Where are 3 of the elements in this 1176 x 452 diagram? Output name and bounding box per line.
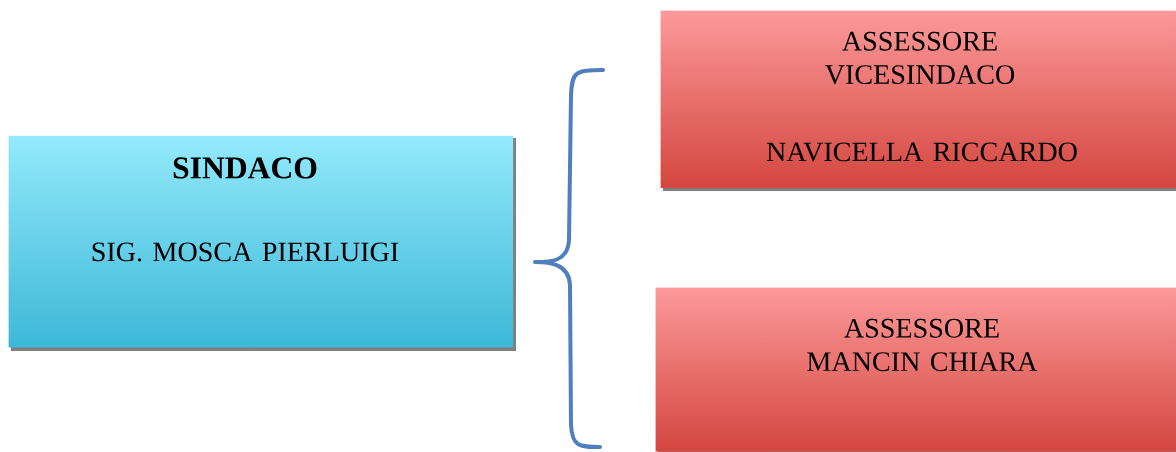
- org-box: ASSESSORE MANCIN CHIARA: [655, 287, 1176, 452]
- org-box: ASSESSORE VICESINDACO NAVICELLA RICCARDO: [660, 10, 1176, 191]
- org-box: SINDACO SIG. MOSCA PIERLUIGI: [8, 135, 516, 351]
